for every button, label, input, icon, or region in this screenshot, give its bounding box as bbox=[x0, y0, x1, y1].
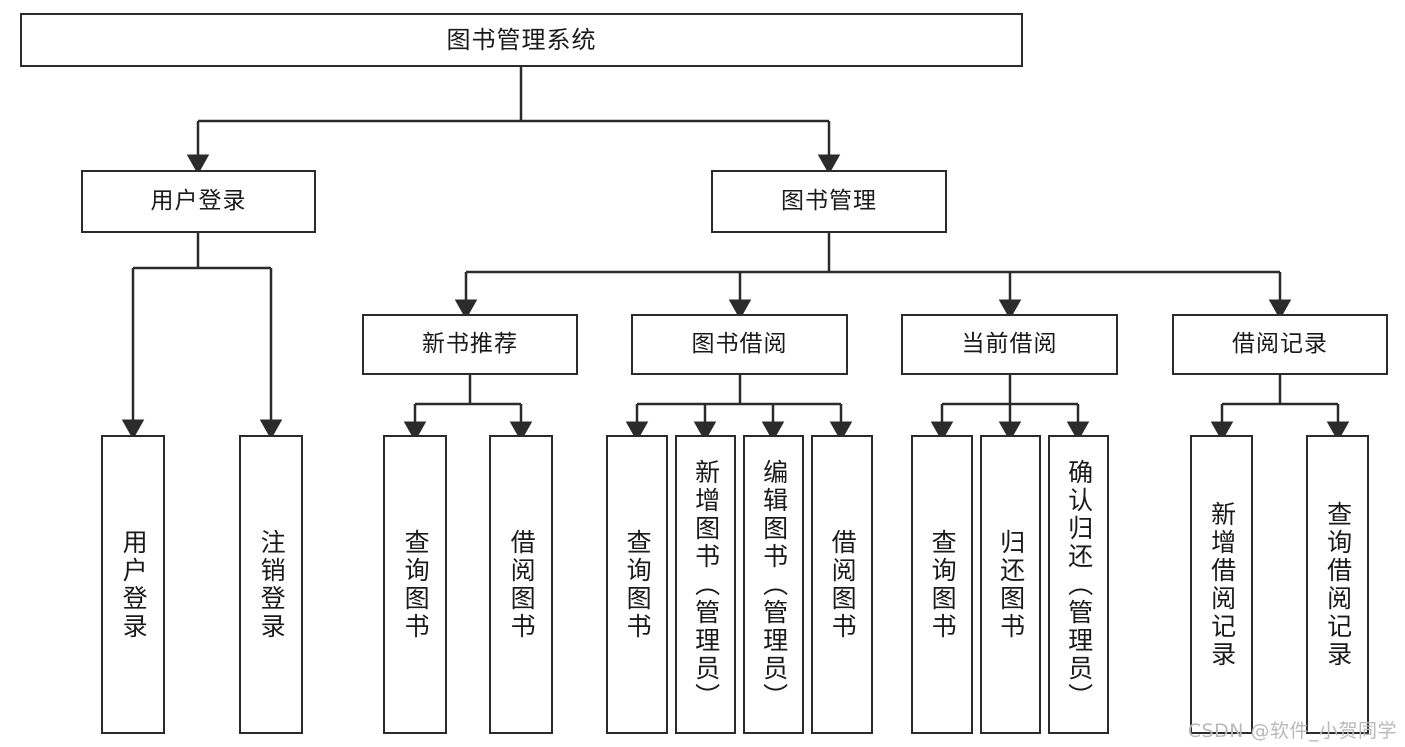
node-new-book-recommend[interactable]: 新书推荐 bbox=[362, 314, 578, 375]
node-label: 查询图书 bbox=[401, 528, 431, 641]
node-leaf-query-book-recommend[interactable]: 查询图书 bbox=[383, 435, 447, 734]
node-label: 查询借阅记录 bbox=[1323, 500, 1353, 669]
node-leaf-add-book[interactable]: 新增图书（管理员） bbox=[675, 435, 736, 734]
node-current-borrow[interactable]: 当前借阅 bbox=[901, 314, 1118, 375]
node-label: 图书管理 bbox=[781, 187, 877, 214]
csdn-watermark: CSDN @软件_小贺同学 bbox=[1187, 720, 1397, 742]
node-book-management[interactable]: 图书管理 bbox=[711, 170, 947, 233]
node-borrow-record[interactable]: 借阅记录 bbox=[1172, 314, 1388, 375]
node-label: 查询图书 bbox=[928, 528, 958, 641]
node-label: 图书借阅 bbox=[691, 330, 788, 357]
node-leaf-user-login[interactable]: 用户登录 bbox=[101, 435, 165, 734]
node-label: 新增图书（管理员） bbox=[691, 458, 721, 711]
node-label: 借阅记录 bbox=[1232, 330, 1328, 357]
node-leaf-query-borrow-record[interactable]: 查询借阅记录 bbox=[1306, 435, 1369, 734]
node-book-borrow[interactable]: 图书借阅 bbox=[631, 314, 848, 375]
node-label: 新书推荐 bbox=[422, 330, 518, 357]
node-label: 用户登录 bbox=[150, 187, 247, 214]
node-leaf-edit-book[interactable]: 编辑图书（管理员） bbox=[743, 435, 804, 734]
node-label: 用户登录 bbox=[119, 528, 149, 641]
node-leaf-borrow-book[interactable]: 借阅图书 bbox=[811, 435, 873, 734]
node-leaf-logout[interactable]: 注销登录 bbox=[239, 435, 303, 734]
node-leaf-confirm-return[interactable]: 确认归还（管理员） bbox=[1048, 435, 1109, 734]
node-leaf-borrow-book-recommend[interactable]: 借阅图书 bbox=[489, 435, 553, 734]
node-user-login[interactable]: 用户登录 bbox=[81, 170, 316, 233]
node-label: 归还图书 bbox=[996, 528, 1026, 641]
node-label: 借阅图书 bbox=[828, 528, 858, 641]
node-label: 借阅图书 bbox=[507, 528, 537, 641]
node-label: 当前借阅 bbox=[961, 330, 1058, 357]
node-leaf-return-book[interactable]: 归还图书 bbox=[980, 435, 1041, 734]
node-label: 确认归还（管理员） bbox=[1064, 458, 1094, 711]
node-label: 查询图书 bbox=[623, 528, 653, 641]
node-label: 图书管理系统 bbox=[446, 25, 597, 54]
node-root-book-management-system[interactable]: 图书管理系统 bbox=[20, 13, 1023, 67]
node-leaf-query-book-borrow[interactable]: 查询图书 bbox=[606, 435, 668, 734]
node-label: 新增借阅记录 bbox=[1207, 500, 1237, 669]
node-leaf-add-borrow-record[interactable]: 新增借阅记录 bbox=[1190, 435, 1253, 734]
node-leaf-query-book-current[interactable]: 查询图书 bbox=[911, 435, 973, 734]
node-label: 注销登录 bbox=[257, 528, 287, 641]
node-label: 编辑图书（管理员） bbox=[759, 458, 789, 711]
